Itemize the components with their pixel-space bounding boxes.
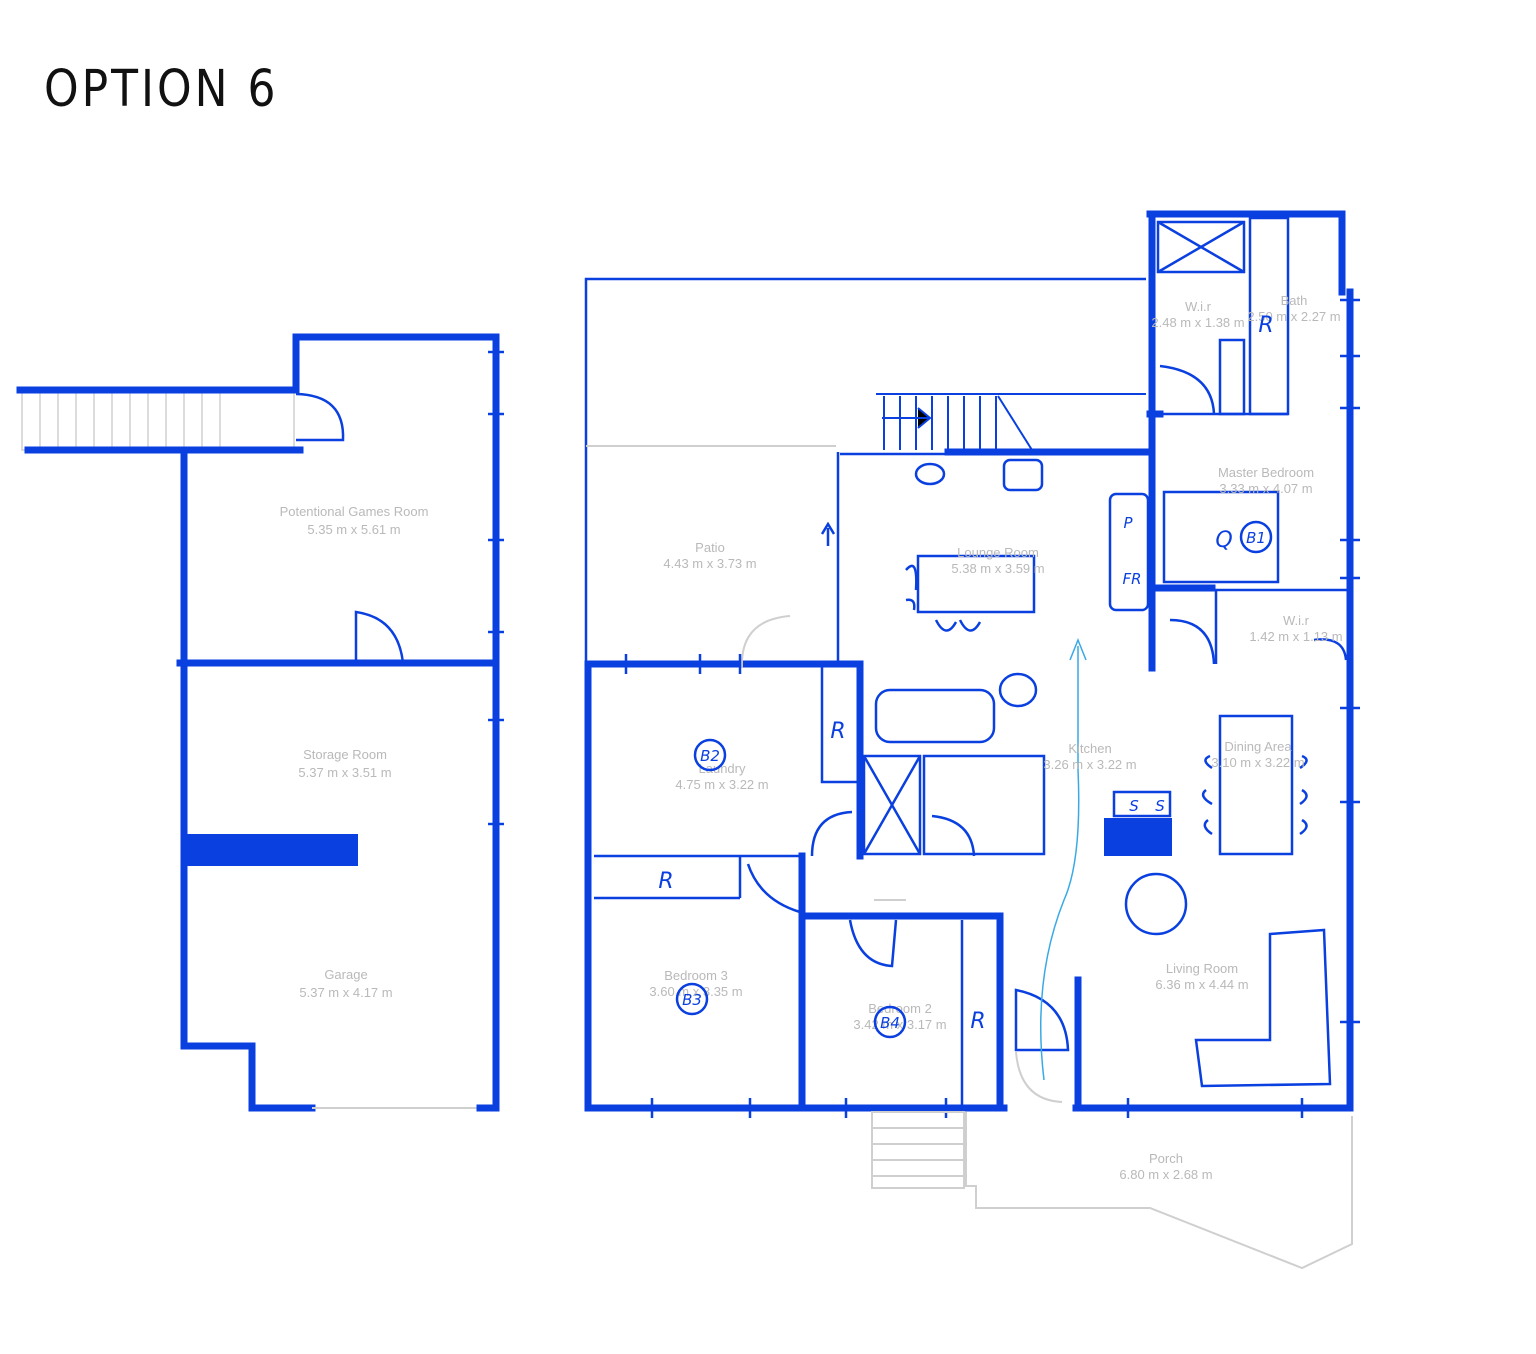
lounge-dims: 5.38 m x 3.59 m bbox=[951, 561, 1044, 576]
dining-name: Dining Area bbox=[1224, 739, 1292, 754]
main-stairs bbox=[876, 393, 1146, 451]
stove-block bbox=[1104, 818, 1172, 856]
patio-outline bbox=[584, 277, 1146, 664]
ottoman bbox=[1124, 872, 1188, 936]
wir2-dims: 1.42 m x 1.13 m bbox=[1249, 629, 1342, 644]
garage-name: Garage bbox=[324, 967, 367, 982]
porch-name: Porch bbox=[1149, 1151, 1183, 1166]
bedroom3-dims: 3.60 m x 3.35 m bbox=[649, 984, 742, 999]
kitchen-name: Kitchen bbox=[1068, 741, 1111, 756]
main-window-ticks bbox=[624, 298, 1360, 1118]
hand-annotations: B1 Q B2 B3 B4 R R R R P FR S S bbox=[658, 313, 1274, 1039]
dining-table bbox=[1218, 714, 1294, 856]
living-dims: 6.36 m x 4.44 m bbox=[1155, 977, 1248, 992]
master-name: Master Bedroom bbox=[1218, 465, 1314, 480]
main-wall-west bbox=[584, 660, 1008, 1112]
lounge-table bbox=[916, 554, 1036, 614]
bedroom2-dims: 3.42 m x 3.17 m bbox=[853, 1017, 946, 1032]
patio-dims: 4.43 m x 3.73 m bbox=[663, 556, 756, 571]
faded-doors bbox=[740, 615, 1063, 1103]
main-wall-north bbox=[1146, 210, 1346, 296]
lower-wall-top bbox=[16, 333, 500, 1112]
central-walls bbox=[594, 662, 1046, 900]
plan-title: OPTION 6 bbox=[44, 60, 279, 119]
lounge-sofa bbox=[874, 688, 996, 744]
games-room-dims: 5.35 m x 5.61 m bbox=[307, 522, 400, 537]
annotation-r-laundry: R bbox=[830, 719, 845, 744]
annotation-fr: FR bbox=[1122, 570, 1141, 588]
lower-stairs bbox=[21, 391, 295, 451]
bath-name: Bath bbox=[1281, 293, 1308, 308]
up-arrow bbox=[820, 521, 836, 546]
doors[interactable] bbox=[746, 364, 1348, 1052]
main-wall-east bbox=[1072, 288, 1354, 1112]
annotation-s2: S bbox=[1155, 797, 1165, 815]
bedroom2-name: Bedroom 2 bbox=[868, 1001, 932, 1016]
lower-level: Potentional Games Room 5.35 m x 5.61 m S… bbox=[16, 333, 504, 1112]
dining-dims: 3.10 m x 3.22 m bbox=[1211, 755, 1304, 770]
laundry-name: Laundry bbox=[699, 761, 746, 776]
patio-name: Patio bbox=[695, 540, 725, 555]
annotation-b4: B4 bbox=[880, 1014, 900, 1032]
annotation-r-linen: R bbox=[658, 869, 673, 894]
lounge-name: Lounge Room bbox=[957, 545, 1039, 560]
furniture bbox=[874, 458, 1332, 1088]
wir1-dims: 2.48 m x 1.38 m bbox=[1151, 315, 1244, 330]
lower-wall-left bbox=[180, 448, 316, 1112]
porch bbox=[871, 1111, 1353, 1270]
annotation-b1: B1 bbox=[1246, 529, 1266, 547]
annotation-b3: B3 bbox=[682, 991, 702, 1009]
bedroom2-wall bbox=[798, 912, 1004, 1112]
circulation-arrow bbox=[1039, 646, 1080, 1081]
kitchen-dims: 3.26 m x 3.22 m bbox=[1043, 757, 1136, 772]
bedroom3-name: Bedroom 3 bbox=[664, 968, 728, 983]
garage-dims: 5.37 m x 4.17 m bbox=[299, 985, 392, 1000]
living-name: Living Room bbox=[1166, 961, 1238, 976]
sofa bbox=[1194, 928, 1332, 1088]
master-dims: 3.33 m x 4.07 m bbox=[1219, 481, 1312, 496]
storage-room-dims: 5.37 m x 3.51 m bbox=[298, 765, 391, 780]
annotation-b2: B2 bbox=[700, 747, 720, 765]
games-room-door[interactable] bbox=[354, 610, 405, 664]
games-room-name: Potentional Games Room bbox=[280, 504, 429, 519]
master-walls bbox=[1152, 216, 1350, 664]
main-level: Patio 4.43 m x 3.73 m Lounge Room 5.38 m… bbox=[584, 210, 1360, 1270]
lower-fill-block bbox=[186, 834, 358, 866]
annotation-s1: S bbox=[1129, 797, 1139, 815]
annotation-r-bed2: R bbox=[970, 1009, 985, 1034]
lower-entry-door[interactable] bbox=[295, 392, 345, 442]
lower-window-ticks bbox=[488, 350, 504, 826]
porch-dims: 6.80 m x 2.68 m bbox=[1119, 1167, 1212, 1182]
laundry-dims: 4.75 m x 3.22 m bbox=[675, 777, 768, 792]
annotation-q: Q bbox=[1215, 528, 1232, 553]
annotation-p: P bbox=[1123, 514, 1133, 532]
bath-dims: 2.50 m x 2.27 m bbox=[1247, 309, 1340, 324]
wir2-name: W.i.r bbox=[1283, 613, 1310, 628]
storage-room-name: Storage Room bbox=[303, 747, 387, 762]
wir1-name: W.i.r bbox=[1185, 299, 1212, 314]
annotation-r-bath: R bbox=[1258, 313, 1273, 338]
